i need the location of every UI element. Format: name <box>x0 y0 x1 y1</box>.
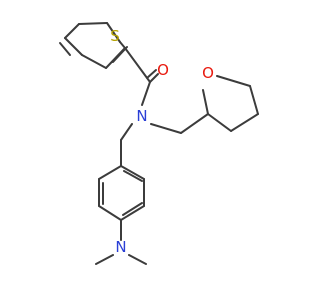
bond <box>123 170 143 182</box>
bond <box>95 254 114 265</box>
bond <box>124 47 151 83</box>
bond <box>180 113 209 134</box>
bond <box>149 73 159 83</box>
bond <box>216 75 251 87</box>
carbonyl-oxygen-label: O <box>157 61 169 79</box>
bond <box>119 41 126 49</box>
bond <box>141 81 151 106</box>
bond <box>128 254 147 265</box>
bond <box>98 165 122 180</box>
bond <box>146 69 157 79</box>
amide-group <box>124 47 159 106</box>
bond <box>81 54 107 69</box>
bond <box>202 89 209 115</box>
bond <box>207 113 232 132</box>
tetrahydrofuranylmethyl-chain <box>150 75 259 134</box>
amide-nitrogen-label: N <box>136 107 147 125</box>
amine-nitrogen-label: N <box>115 238 126 256</box>
molecule-diagram: S O N O N <box>59 22 259 265</box>
bond <box>120 205 145 221</box>
bond <box>120 123 133 141</box>
bond <box>150 123 182 134</box>
bond <box>78 22 108 25</box>
bond <box>64 23 80 39</box>
bond <box>98 205 122 221</box>
benzyl-group <box>98 123 145 221</box>
bond <box>59 42 71 56</box>
bond <box>122 202 143 216</box>
bond <box>112 46 128 63</box>
dimethylamino-group <box>95 219 147 265</box>
bond <box>230 113 259 132</box>
bond <box>249 85 259 115</box>
thiophene-ring <box>59 22 128 69</box>
bond <box>106 22 121 43</box>
bond <box>120 165 145 180</box>
bond <box>64 37 83 56</box>
sulfur-atom-label: S <box>110 27 120 45</box>
ring-oxygen-label: O <box>202 64 214 82</box>
